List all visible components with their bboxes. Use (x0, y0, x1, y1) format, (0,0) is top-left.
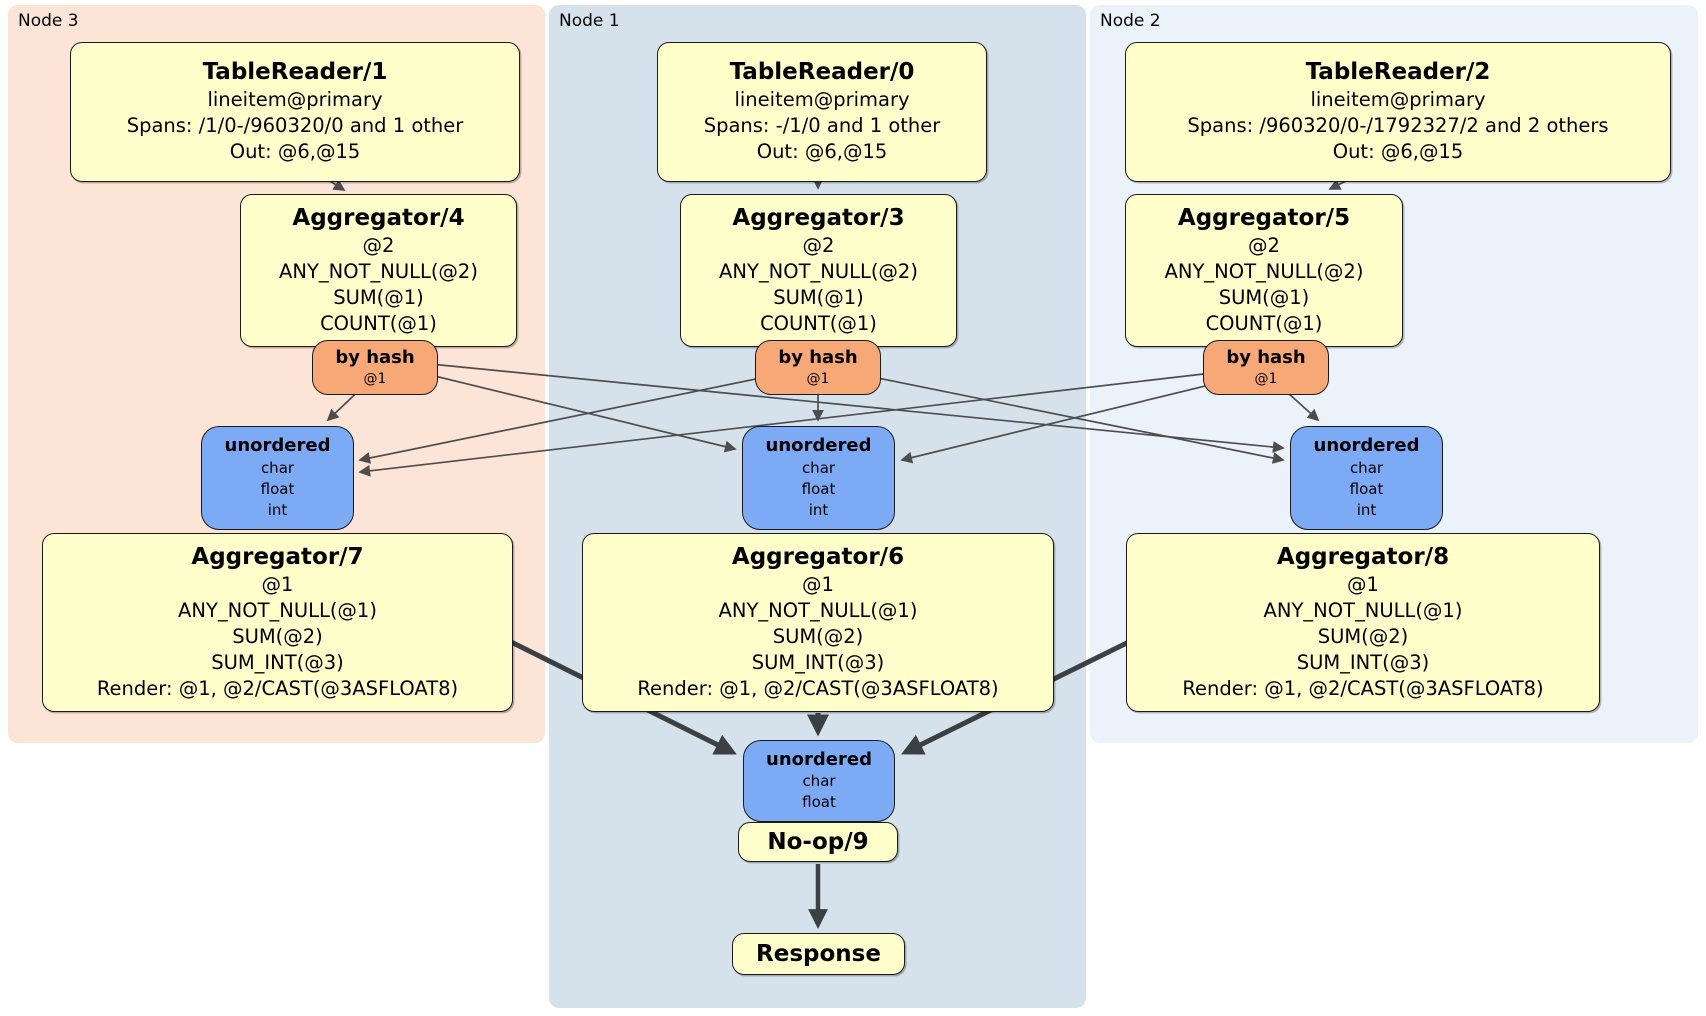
router-by-hash-node1: by hash @1 (755, 340, 881, 395)
sync-detail: int (1356, 500, 1377, 519)
sync-detail: float (801, 479, 836, 498)
node-detail: SUM(@1) (1218, 285, 1310, 309)
sync-unordered-final: unordered char float (743, 740, 895, 822)
router-detail: @1 (363, 370, 387, 387)
node-detail: ANY_NOT_NULL(@2) (719, 259, 918, 283)
node-title: Aggregator/3 (732, 204, 905, 231)
node-detail: Render: @1, @2/CAST(@3ASFLOAT8) (96, 677, 459, 701)
node-detail: SUM(@1) (773, 285, 864, 309)
node-aggregator-8: Aggregator/8 @1 ANY_NOT_NULL(@1) SUM(@2)… (1126, 533, 1600, 712)
node-detail: lineitem@primary (734, 88, 910, 112)
node-detail: SUM(@1) (333, 285, 424, 309)
node-detail: @1 (802, 572, 834, 596)
edge-r3-s1 (409, 369, 737, 453)
node-detail: @1 (1347, 572, 1379, 596)
node-title: Aggregator/5 (1177, 204, 1351, 231)
router-title: by hash (335, 347, 415, 369)
edge-r2-s1 (900, 377, 1239, 464)
sync-detail: float (802, 793, 836, 812)
node-detail: lineitem@primary (207, 88, 383, 112)
node-title: TableReader/1 (202, 59, 388, 86)
sync-title: unordered (765, 435, 872, 457)
node-detail: COUNT(@1) (1205, 312, 1323, 335)
node-detail: SUM_INT(@3) (211, 650, 344, 674)
node-detail: Out: @6,@15 (1332, 140, 1464, 164)
sync-title: unordered (766, 748, 872, 770)
sync-unordered-node1: unordered char float int (742, 426, 895, 530)
node-detail: Out: @6,@15 (756, 140, 888, 164)
node-detail: ANY_NOT_NULL(@1) (178, 598, 377, 622)
sync-detail: int (267, 500, 288, 519)
node-aggregator-5: Aggregator/5 @2 ANY_NOT_NULL(@2) SUM(@1)… (1125, 194, 1403, 347)
node-aggregator-4: Aggregator/4 @2 ANY_NOT_NULL(@2) SUM(@1)… (240, 194, 517, 347)
node-detail: Spans: /1/0-/960320/0 and 1 other (126, 114, 464, 138)
sync-title: unordered (1313, 435, 1420, 457)
node-detail: Render: @1, @2/CAST(@3ASFLOAT8) (1182, 677, 1544, 701)
region-node1-label: Node 1 (559, 11, 620, 31)
region-node2-label: Node 2 (1100, 11, 1161, 31)
node-title: No-op/9 (767, 828, 869, 855)
node-noop-9: No-op/9 (738, 822, 898, 862)
node-detail: SUM(@2) (1317, 624, 1409, 648)
node-detail: Out: @6,@15 (229, 140, 361, 164)
node-title: TableReader/2 (1305, 59, 1491, 86)
sync-detail: int (808, 500, 829, 519)
router-detail: @1 (806, 370, 830, 387)
sync-detail: float (260, 479, 295, 498)
router-by-hash-node2: by hash @1 (1203, 340, 1329, 395)
node-title: Response (756, 940, 881, 967)
node-detail: SUM_INT(@3) (751, 650, 885, 674)
sync-detail: float (1349, 479, 1384, 498)
sync-detail: char (260, 458, 295, 477)
sync-detail: char (1349, 458, 1384, 477)
sync-detail: char (801, 458, 836, 477)
edge-r1-s2 (847, 371, 1285, 464)
node-detail: ANY_NOT_NULL(@1) (718, 598, 918, 622)
node-title: Aggregator/7 (191, 543, 364, 570)
node-tablereader-2: TableReader/2 lineitem@primary Spans: /9… (1125, 42, 1671, 182)
node-detail: COUNT(@1) (320, 312, 437, 335)
node-title: TableReader/0 (729, 59, 915, 86)
node-tablereader-1: TableReader/1 lineitem@primary Spans: /1… (70, 42, 520, 182)
node-title: Aggregator/4 (292, 204, 465, 231)
router-title: by hash (1226, 347, 1306, 369)
router-detail: @1 (1254, 370, 1278, 387)
sync-title: unordered (224, 435, 331, 457)
node-tablereader-0: TableReader/0 lineitem@primary Spans: -/… (657, 42, 987, 182)
node-detail: ANY_NOT_NULL(@2) (1164, 259, 1364, 283)
node-detail: @1 (261, 572, 294, 596)
router-by-hash-node3: by hash @1 (312, 340, 438, 395)
node-aggregator-7: Aggregator/7 @1 ANY_NOT_NULL(@1) SUM(@2)… (42, 533, 513, 712)
node-detail: SUM_INT(@3) (1296, 650, 1430, 674)
node-detail: SUM(@2) (232, 624, 323, 648)
thin-edges (321, 175, 1353, 477)
node-response: Response (732, 933, 905, 975)
router-title: by hash (778, 347, 858, 369)
edge-r2-s3 (358, 369, 1239, 477)
edge-r3-s2 (409, 361, 1285, 453)
node-detail: @2 (1248, 233, 1280, 257)
node-detail: Spans: /960320/0-/1792327/2 and 2 others (1187, 114, 1609, 138)
node-detail: Spans: -/1/0 and 1 other (703, 114, 941, 138)
node-detail: ANY_NOT_NULL(@2) (279, 259, 478, 283)
node-detail: COUNT(@1) (760, 312, 877, 335)
node-detail: @2 (802, 233, 835, 257)
sync-unordered-node3: unordered char float int (201, 426, 354, 530)
node-aggregator-3: Aggregator/3 @2 ANY_NOT_NULL(@2) SUM(@1)… (680, 194, 957, 347)
node-detail: ANY_NOT_NULL(@1) (1263, 598, 1463, 622)
sync-unordered-node2: unordered char float int (1290, 426, 1443, 530)
node-detail: Render: @1, @2/CAST(@3ASFLOAT8) (637, 677, 999, 701)
node-detail: SUM(@2) (772, 624, 864, 648)
region-node3-label: Node 3 (18, 11, 79, 31)
node-title: Aggregator/6 (731, 543, 905, 570)
sync-detail: char (802, 772, 836, 791)
node-detail: lineitem@primary (1310, 88, 1486, 112)
node-title: Aggregator/8 (1276, 543, 1450, 570)
node-aggregator-6: Aggregator/6 @1 ANY_NOT_NULL(@1) SUM(@2)… (582, 533, 1054, 712)
edge-r1-s3 (358, 371, 791, 464)
node-detail: @2 (362, 233, 395, 257)
